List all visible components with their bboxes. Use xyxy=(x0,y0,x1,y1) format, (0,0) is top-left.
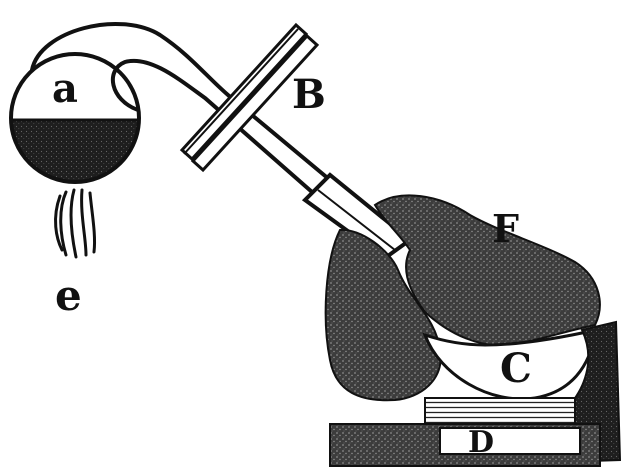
support-base xyxy=(330,398,600,466)
label-support: D xyxy=(468,425,494,460)
retort-flask xyxy=(8,54,148,190)
label-flame: e xyxy=(55,271,82,320)
label-flask: a xyxy=(52,65,78,112)
label-receiver-cover: F xyxy=(492,206,519,251)
flame xyxy=(56,190,95,257)
label-receiver: C xyxy=(500,345,532,392)
label-tube: B xyxy=(292,71,326,118)
